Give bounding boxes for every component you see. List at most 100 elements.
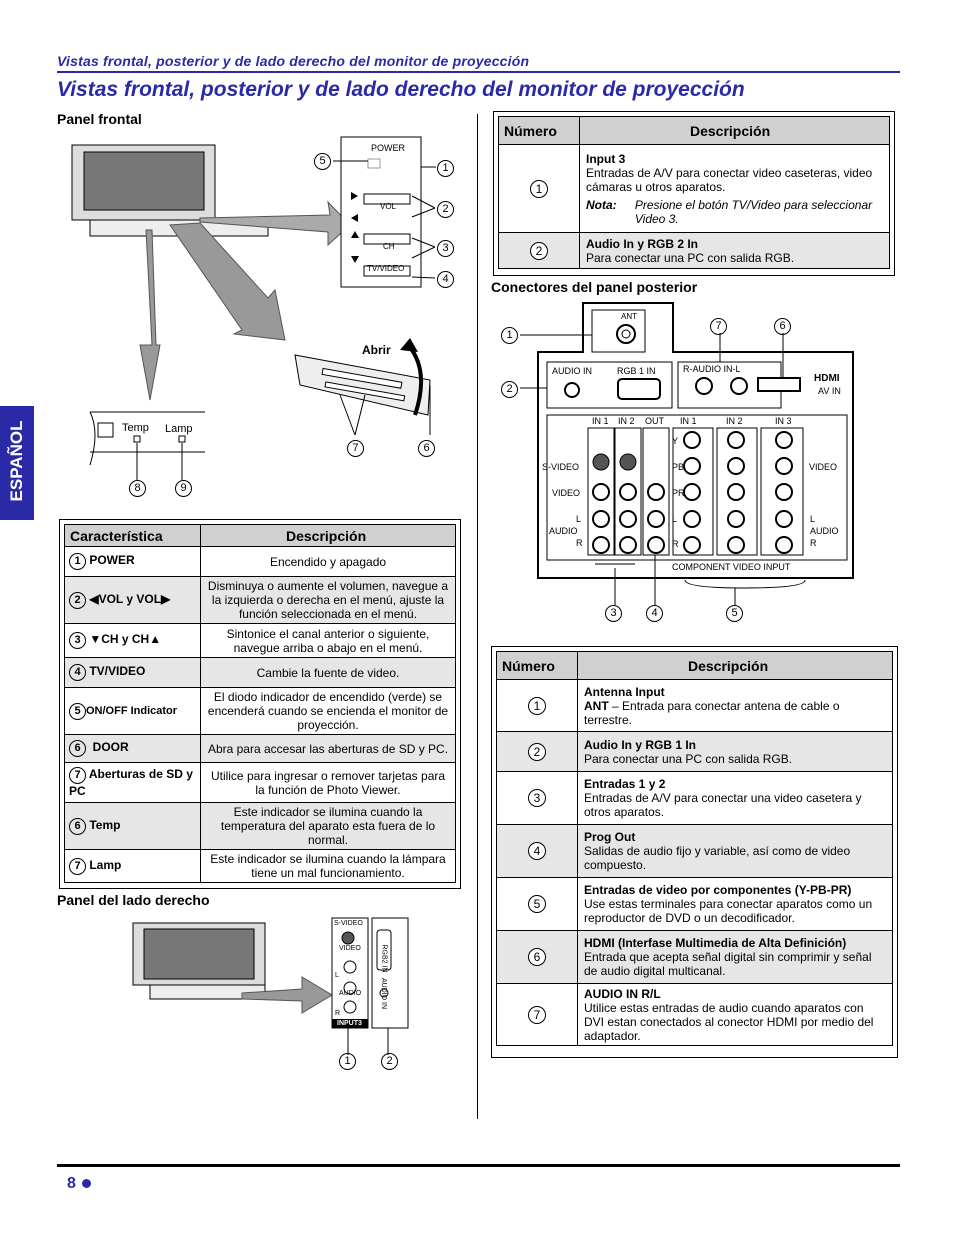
rear-row-num: 6 (528, 948, 546, 966)
callout-2: 2 (437, 201, 454, 218)
front-panel-heading: Panel frontal (57, 111, 142, 127)
side-row-num: 1 (530, 179, 548, 198)
callout-8: 8 (129, 480, 146, 497)
callout-9: 9 (175, 480, 192, 497)
rear-row-text: Use estas terminales para conectar apara… (584, 897, 873, 925)
page-number: 8 (67, 1175, 91, 1193)
feature-num: 6 (69, 817, 86, 835)
callout-3: 3 (437, 240, 454, 257)
rear-header-desc: Descripción (577, 651, 893, 680)
footer-rule (57, 1164, 900, 1167)
language-tab: ESPAÑOL (0, 406, 34, 520)
side-audioin-label: AUDIO IN (380, 977, 388, 1010)
rear-video-label: VIDEO (552, 488, 581, 498)
feature-desc: El diodo indicador de encendido (verde) … (200, 687, 456, 735)
feature-num: 7 (69, 857, 86, 875)
features-header-desc: Descripción (200, 524, 456, 547)
side-audio-label: AUDIO (339, 990, 362, 997)
callout-4: 4 (437, 271, 454, 288)
side-rgb2-label: RGB2 IN (380, 944, 388, 973)
feature-name: Lamp (89, 857, 122, 872)
rear-row-text: Entrada que acepta señal digital sin com… (584, 950, 872, 978)
rgb1-label: RGB 1 IN (617, 366, 656, 376)
rear-header-num: Número (496, 651, 578, 680)
power-label: POWER (371, 143, 406, 153)
feature-desc: Disminuya o aumente el volumen, navegue … (200, 576, 456, 624)
raudio-label: R-AUDIO IN-L (683, 364, 741, 374)
side-row-text: Entradas de A/V para conectar video case… (586, 165, 873, 194)
rear-panel-illustration (520, 302, 854, 605)
ant-bold: ANT (584, 698, 609, 713)
side-table-frame: Número Descripción 1 Input 3 Entradas de… (493, 111, 895, 276)
side-table: Número Descripción 1 Input 3 Entradas de… (498, 116, 890, 269)
rear-callout-5: 5 (726, 605, 743, 622)
out-label: OUT (645, 416, 664, 426)
rear-callout-4: 4 (646, 605, 663, 622)
feature-name: ◀VOL y VOL▶ (89, 591, 171, 606)
side-row-num: 2 (530, 241, 548, 260)
page-dot (81, 1179, 91, 1188)
callout-6: 6 (418, 440, 435, 457)
side-callout-2: 2 (381, 1053, 398, 1070)
comp-l-label: L (672, 514, 678, 524)
feature-name: Aberturas de SD y PC (69, 767, 193, 798)
side-row-text: Para conectar una PC con salida RGB. (586, 250, 795, 265)
rear-l-label: L (576, 514, 582, 524)
rear-audio-label: AUDIO (549, 526, 578, 536)
in1-label: IN 1 (592, 416, 609, 426)
features-header-name: Característica (64, 524, 201, 547)
feature-name: ON/OFF Indicator (86, 704, 178, 717)
feature-num: 7 (69, 767, 86, 784)
rear-callout-3: 3 (605, 605, 622, 622)
rear-row-text: Para conectar una PC con salida RGB. (584, 751, 793, 766)
side-header-num: Número (498, 116, 580, 145)
feature-desc: Abra para accesar las aberturas de SD y … (200, 734, 456, 763)
feature-desc: Utilice para ingresar o remover tarjetas… (200, 762, 456, 803)
feature-num: 5 (69, 702, 86, 720)
comp-y-label: Y (672, 436, 679, 446)
feature-name: DOOR (92, 740, 129, 754)
feature-name: Temp (89, 817, 121, 832)
vol-label: VOL (380, 202, 397, 211)
in2-label: IN 2 (618, 416, 635, 426)
feature-num: 4 (69, 664, 86, 681)
comp-in1-label: IN 1 (680, 416, 697, 426)
page-number-text: 8 (67, 1175, 76, 1192)
side-input3-label: INPUT3 (337, 1020, 362, 1027)
feature-desc: Este indicador se ilumina cuando la temp… (200, 802, 456, 850)
note-label: Nota: (586, 197, 617, 212)
feature-desc: Este indicador se ilumina cuando la lámp… (200, 849, 456, 883)
rear-row-text: Utilice estas entradas de audio cuando a… (584, 1000, 874, 1043)
page-title: Vistas frontal, posterior y de lado dere… (57, 78, 745, 101)
lamp-label: Lamp (165, 423, 193, 435)
rear-row-num: 5 (528, 895, 546, 913)
side-r-label: R (335, 1010, 341, 1017)
rear-row-num: 3 (528, 789, 546, 807)
right-video-label: VIDEO (809, 462, 838, 472)
feature-desc: Cambie la fuente de video. (200, 657, 456, 688)
language-tab-label: ESPAÑOL (7, 420, 26, 502)
feature-num: 1 (69, 553, 86, 570)
comp-pr-label: PR (672, 488, 685, 498)
side-row-title: Audio In y RGB 2 In (586, 236, 699, 251)
rear-row-num: 7 (528, 1005, 546, 1024)
tvvideo-label: TV/VIDEO (367, 264, 405, 273)
side-video-label: VIDEO (339, 945, 361, 952)
rear-callout-2: 2 (501, 381, 518, 398)
comp-r-label: R (672, 539, 679, 549)
hdmi-label: HDMI (814, 373, 840, 384)
callout-5: 5 (314, 153, 331, 170)
right-l-label: L (810, 514, 816, 524)
side-svideo-label: S-VIDEO (334, 920, 363, 927)
right-r-label: R (810, 538, 817, 548)
comp-in2-label: IN 2 (726, 416, 743, 426)
rear-row-title: AUDIO IN R/L (584, 986, 661, 1001)
side-row-title: Input 3 (586, 151, 626, 166)
rear-callout-6: 6 (774, 318, 791, 335)
rear-heading: Conectores del panel posterior (491, 279, 698, 295)
rear-row-num: 4 (528, 842, 546, 860)
rear-row-text: Entradas de A/V para conectar una video … (584, 791, 862, 819)
comp-pb-label: PB (672, 462, 685, 472)
